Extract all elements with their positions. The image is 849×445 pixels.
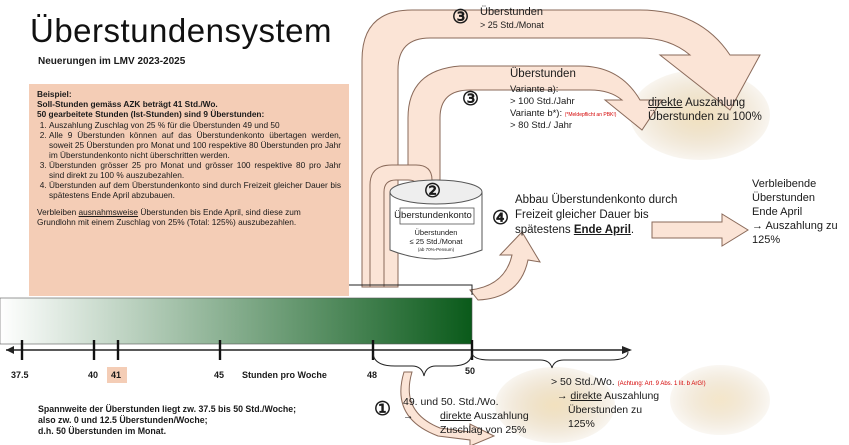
tick-label: 40	[88, 370, 99, 380]
account-label: Überstundenkonto	[394, 210, 472, 221]
axis-label: Stunden pro Woche	[242, 370, 327, 380]
over50-line4: 125%	[568, 418, 595, 430]
example-box: Beispiel: Soll-Stunden gemäss AZK beträg…	[29, 84, 349, 296]
payout-100-underline: direkte	[648, 97, 683, 109]
flow4-line1: Abbau Überstundenkonto durch	[515, 194, 678, 206]
over50-line2-underline: direkte	[570, 390, 602, 402]
example-note-post: Überstunden bis Ende April, sind diese z…	[37, 207, 301, 228]
remaining-line4: → Auszahlung zu	[752, 220, 838, 232]
tick-label: 41	[111, 370, 122, 380]
payout-100-line2: Überstunden zu 100%	[648, 111, 762, 123]
flow1-line2-rest: Auszahlung	[471, 410, 529, 422]
account-sub3: (ab 70%-Pensum)	[417, 247, 455, 252]
arrow-remaining	[651, 213, 749, 247]
example-note-pre: Verbleiben	[37, 207, 79, 218]
money-image-bottom	[495, 367, 615, 443]
over50-note: (Achtung: Art. 9 Abs. 1 lit. b ArG!)	[617, 381, 706, 387]
tick-label: 37.5	[11, 370, 29, 380]
axis-ticks	[20, 340, 474, 360]
step-3-inner-number: ③	[462, 89, 480, 110]
flow1-line3: Zuschlag von 25%	[440, 424, 527, 436]
example-note: Verbleiben ausnahmsweise Überstunden bis…	[37, 208, 341, 228]
arrow-payout-25	[400, 371, 496, 445]
flow1-line1: 49. und 50. Std./Wo.	[403, 396, 499, 408]
flow3-variant-b: Variante b*): (*Meldepflicht an PBK!)	[510, 108, 616, 119]
payout-100-line1: direkte Auszahlung	[648, 97, 745, 111]
flow4-line3-post: .	[630, 224, 635, 236]
brace-over-50	[471, 351, 629, 369]
example-heading: Beispiel:	[37, 89, 72, 99]
flow1-line2: direkte Auszahlung	[440, 410, 529, 423]
step-3-top-number: ③	[452, 7, 470, 28]
flow1-line2-underline: direkte	[440, 410, 472, 422]
tick-41-highlight	[107, 367, 127, 383]
axis-arrow-left	[6, 346, 14, 354]
tick-label: 45	[214, 370, 225, 380]
remaining-line1: Verbleibende	[752, 178, 817, 190]
page-subtitle: Neuerungen im LMV 2023-2025	[38, 56, 186, 67]
flow3-top-line2: > 25 Std./Monat	[480, 20, 544, 30]
step-1-number: ①	[374, 399, 392, 420]
footer-line1: Spannweite der Überstunden liegt zw. 37.…	[38, 404, 297, 414]
arrow-overtime-monthly	[361, 9, 761, 288]
over50-arrow: →	[557, 390, 568, 402]
flow3-inner-title: Überstunden	[510, 68, 576, 80]
page-title: Überstundensystem	[30, 12, 332, 49]
remaining-line5: 125%	[752, 234, 781, 246]
overtime-bar	[0, 297, 473, 345]
example-line1: Soll-Stunden gemäss AZK beträgt 41 Std./…	[37, 98, 218, 109]
flow1-arrow: →	[403, 410, 414, 422]
flow3-variant-a-value: > 100 Std./Jahr	[510, 96, 575, 107]
over50-line2-rest: Auszahlung	[601, 390, 660, 402]
over50-line3: Überstunden zu	[568, 404, 643, 416]
account-sub2: ≤ 25 Std./Monat	[409, 237, 463, 246]
flow3-variant-a: Variante a):	[510, 84, 559, 95]
arrow-overtime-yearly	[407, 65, 663, 181]
example-item: Auszahlung Zuschlag von 25 % für die Übe…	[49, 120, 341, 131]
account-cylinder	[389, 179, 483, 260]
arrow-reduction	[469, 231, 541, 301]
step-4-number: ④	[492, 208, 510, 229]
footer-note: Spannweite der Überstunden liegt zw. 37.…	[38, 404, 296, 437]
flow4-line3-pre: spätestens	[515, 224, 574, 236]
example-item: Überstunden grösser 25 pro Monat und grö…	[49, 160, 341, 181]
example-item: Alle 9 Überstunden können auf das Überst…	[49, 130, 341, 161]
over50-line1-text: > 50 Std./Wo.	[551, 376, 615, 388]
money-image-right	[670, 365, 770, 435]
flow3-top-line1: Überstunden	[480, 6, 543, 18]
tick-label: 50	[465, 366, 476, 376]
example-line2: 50 gearbeitete Stunden (Ist-Stunden) sin…	[37, 108, 265, 119]
footer-line2: also zw. 0 und 12.5 Überstunden/Woche;	[38, 414, 208, 425]
footer-line3: d.h. 50 Überstunden im Monat.	[38, 425, 167, 436]
over50-line1: > 50 Std./Wo. (Achtung: Art. 9 Abs. 1 li…	[551, 376, 706, 389]
flow3-variant-b-label: Variante b*):	[510, 108, 563, 119]
remaining-line3: Ende April	[752, 206, 803, 218]
flow4-line3: spätestens Ende April.	[515, 224, 634, 238]
example-note-underline: ausnahmsweise	[78, 207, 139, 218]
example-item: Überstunden auf dem Überstundenkonto sin…	[49, 180, 341, 201]
example-list: Auszahlung Zuschlag von 25 % für die Übe…	[37, 120, 341, 201]
step-2-number: ②	[424, 181, 442, 202]
flow3-variant-b-value: > 80 Std./ Jahr	[510, 120, 573, 131]
flow4-line3-bold: Ende April	[573, 224, 631, 236]
tick-label: 48	[367, 370, 378, 380]
axis-arrow-right	[622, 346, 632, 354]
over50-line2: → direkte Auszahlung	[557, 390, 659, 403]
remaining-line2: Überstunden	[752, 192, 815, 204]
brace-48-50	[372, 351, 473, 377]
payout-100-rest: Auszahlung	[682, 97, 746, 109]
flow3-variant-b-note: (*Meldepflicht an PBK!)	[564, 112, 617, 118]
account-sub1: Überstunden	[414, 228, 458, 237]
flow4-line2: Freizeit gleicher Dauer bis	[515, 209, 649, 221]
